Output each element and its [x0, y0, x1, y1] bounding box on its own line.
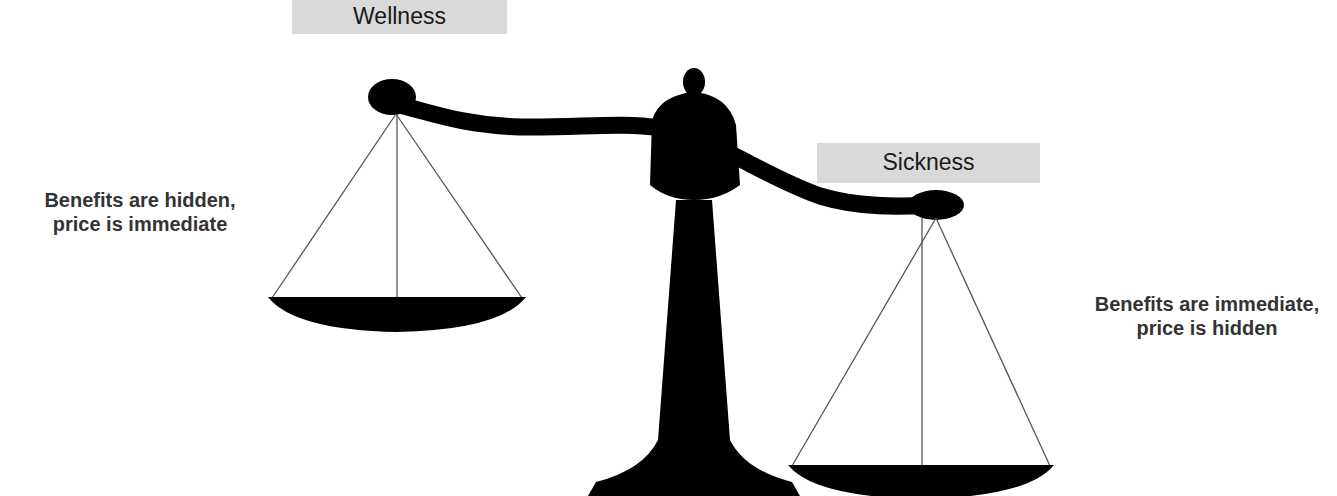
beam-end-right [908, 190, 964, 220]
label-box: Wellness [292, 0, 507, 34]
note-text: Benefits are immediate, price is hidden [1082, 292, 1332, 340]
box-title: Wellness [353, 4, 446, 29]
left-pan [268, 297, 526, 332]
left-pan-strings [272, 114, 522, 302]
note-text: Benefits are hidden, price is immediate [25, 188, 255, 236]
right-pan-strings [792, 218, 1050, 470]
scale-finial-neck [688, 90, 700, 100]
right-pan [788, 465, 1054, 496]
label-box: Sickness [817, 143, 1040, 183]
beam-end-left [368, 79, 416, 115]
box-title: Sickness [882, 150, 974, 175]
scale-stand [588, 200, 800, 496]
